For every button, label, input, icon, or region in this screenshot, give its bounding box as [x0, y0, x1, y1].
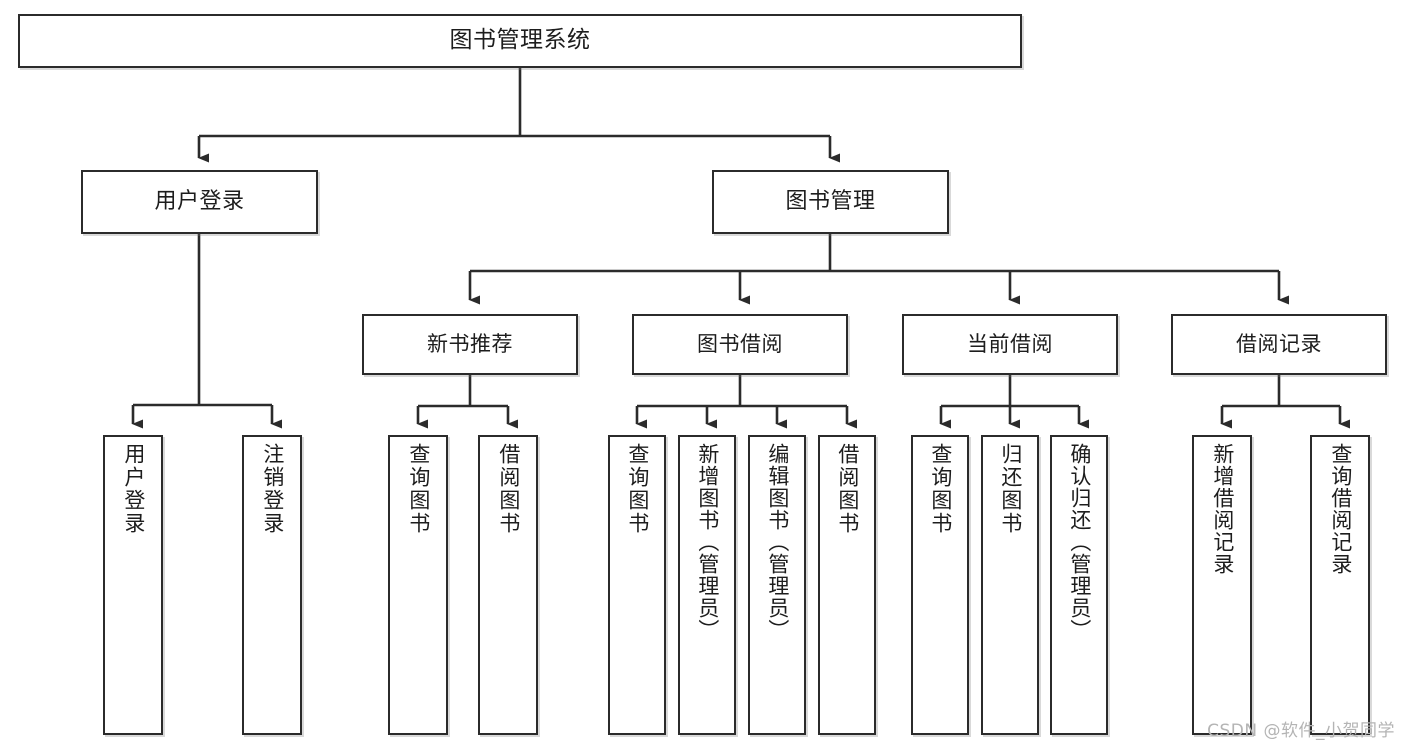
node-label: 新书推荐 — [427, 332, 513, 357]
node-label: 查询图书 — [625, 443, 650, 535]
node-label: 新增图书（管理员） — [695, 443, 720, 641]
connectors-new-book-to-leaves — [416, 375, 518, 429]
node-label: 注销登录 — [260, 443, 285, 535]
node-book-manage[interactable]: 图书管理 — [712, 170, 949, 234]
node-label: 借阅图书 — [835, 443, 860, 535]
connectors-book-manage-to-level3 — [468, 234, 1289, 305]
node-book-borrow[interactable]: 图书借阅 — [632, 314, 848, 375]
node-label: 查询图书 — [928, 443, 953, 535]
node-leaf-add-borrow-record[interactable]: 新增借阅记录 — [1192, 435, 1252, 735]
node-leaf-add-book[interactable]: 新增图书（管理员） — [678, 435, 736, 735]
node-label: 查询图书 — [406, 443, 431, 535]
node-label: 确认归还（管理员） — [1067, 443, 1092, 641]
node-label: 图书管理 — [785, 189, 876, 215]
node-leaf-confirm-return[interactable]: 确认归还（管理员） — [1050, 435, 1108, 735]
node-leaf-user-login[interactable]: 用户登录 — [103, 435, 163, 735]
node-leaf-query-book-2[interactable]: 查询图书 — [608, 435, 666, 735]
node-label: 图书借阅 — [697, 332, 783, 357]
node-leaf-query-book-3[interactable]: 查询图书 — [911, 435, 969, 735]
node-book-management-system[interactable]: 图书管理系统 — [18, 14, 1022, 68]
node-leaf-borrow-book-2[interactable]: 借阅图书 — [818, 435, 876, 735]
node-label: 编辑图书（管理员） — [765, 443, 790, 641]
connectors-current-borrow-to-leaves — [939, 375, 1089, 429]
node-borrow-record[interactable]: 借阅记录 — [1171, 314, 1387, 375]
connectors-user-login-to-leaves — [131, 234, 282, 429]
node-label: 归还图书 — [998, 443, 1023, 535]
node-new-book-recommend[interactable]: 新书推荐 — [362, 314, 578, 375]
node-leaf-logout[interactable]: 注销登录 — [242, 435, 302, 735]
node-user-login[interactable]: 用户登录 — [81, 170, 318, 234]
node-label: 查询借阅记录 — [1328, 443, 1353, 575]
node-label: 借阅记录 — [1236, 332, 1322, 357]
node-label: 图书管理系统 — [449, 27, 591, 54]
node-leaf-borrow-book-1[interactable]: 借阅图书 — [478, 435, 538, 735]
node-label: 当前借阅 — [967, 332, 1053, 357]
node-current-borrow[interactable]: 当前借阅 — [902, 314, 1118, 375]
node-label: 用户登录 — [121, 443, 146, 535]
node-leaf-return-book[interactable]: 归还图书 — [981, 435, 1039, 735]
node-label: 新增借阅记录 — [1210, 443, 1235, 575]
node-label: 借阅图书 — [496, 443, 521, 535]
connectors-book-borrow-to-leaves — [635, 375, 857, 429]
connectors-root-to-level2 — [197, 68, 840, 163]
node-leaf-query-book-1[interactable]: 查询图书 — [388, 435, 448, 735]
connectors-borrow-record-to-leaves — [1220, 375, 1350, 429]
node-leaf-query-borrow-record[interactable]: 查询借阅记录 — [1310, 435, 1370, 735]
node-label: 用户登录 — [154, 189, 245, 215]
node-leaf-edit-book[interactable]: 编辑图书（管理员） — [748, 435, 806, 735]
